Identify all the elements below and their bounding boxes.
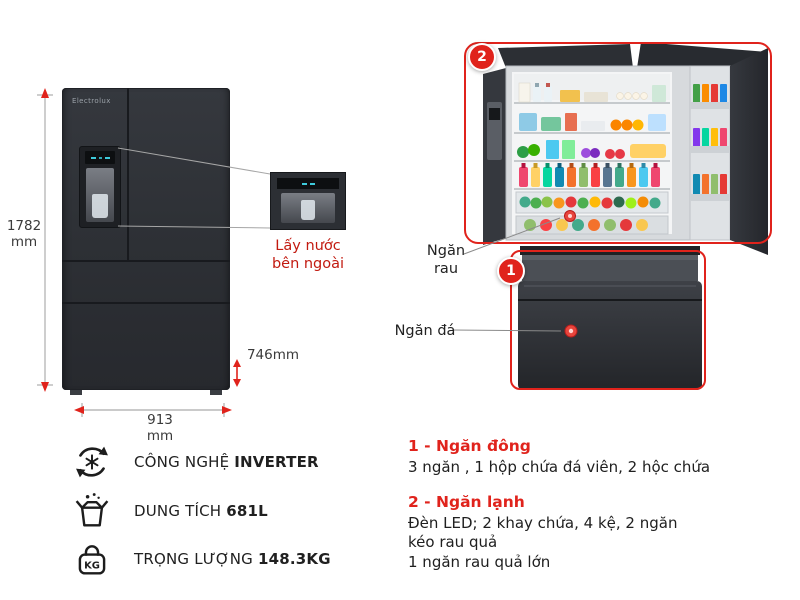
feature-inverter-label: CÔNG NGHỆ INVERTER — [134, 453, 319, 471]
closed-fridge-illustration: Electrolux — [62, 88, 230, 395]
shelves — [514, 102, 670, 190]
callout-badge-2: 2 — [468, 43, 496, 71]
vegetable-compartment-label: Ngăn rau — [426, 243, 466, 278]
dispenser-detail-zoom — [270, 172, 346, 230]
shelf-food-row-3 — [517, 140, 666, 159]
width-dimension-label: 913 mm — [146, 412, 174, 444]
glass-shape — [301, 200, 315, 220]
open-fridge-illustration — [483, 42, 768, 390]
door-gap — [127, 88, 129, 260]
spec-line: kéo rau quả — [408, 533, 498, 551]
feature-capacity: DUNG TÍCH 681L — [70, 489, 268, 533]
shelf-food-row-2 — [519, 113, 666, 131]
inverter-icon — [76, 446, 108, 478]
electrolux-logo: Electrolux — [72, 97, 111, 105]
spec-line: Đèn LED; 2 khay chứa, 4 kệ, 2 ngăn — [408, 513, 678, 532]
door-bins — [690, 84, 730, 201]
right-door-panel — [730, 48, 768, 255]
label-line: bên ngoài — [271, 256, 345, 273]
capacity-icon — [75, 493, 109, 527]
external-water-label: Lấy nước bên ngoài — [256, 237, 360, 273]
dispenser-display — [85, 151, 115, 164]
vegetable-drawer — [515, 191, 669, 214]
glass-shape — [92, 194, 108, 218]
spec-list: 1 - Ngăn đông 3 ngăn , 1 hộp chứa đá viê… — [408, 437, 758, 572]
spec-heading-fridge: 2 - Ngăn lạnh — [408, 492, 525, 511]
drink-bottle-row — [519, 163, 660, 187]
drawer-divider — [62, 302, 230, 304]
depth-dimension-label: 746mm — [246, 347, 300, 363]
feature-weight-label: TRỌNG LƯỢNG 148.3KG — [134, 550, 331, 568]
shelf-food-row-1 — [518, 82, 666, 103]
fridge-foot — [70, 390, 82, 395]
depth-dimension-arrow — [233, 359, 241, 387]
right-door-top — [637, 42, 768, 68]
ice-compartment-label: Ngăn đá — [394, 323, 456, 339]
dispenser-display-zoom — [277, 178, 339, 189]
callout-badge-1: 1 — [497, 257, 525, 285]
feature-weight: KG TRỌNG LƯỢNG 148.3KG — [70, 537, 331, 581]
drawer-divider — [62, 260, 230, 262]
freezer-compartment-outline — [510, 250, 706, 390]
kg-icon-text: KG — [84, 560, 100, 571]
water-dispenser — [79, 146, 121, 228]
dispenser-recess-zoom — [281, 193, 335, 223]
fridge-foot — [210, 390, 222, 395]
fridge-compartment-outline — [464, 42, 772, 244]
spec-line: 1 ngăn rau quả lớn — [408, 552, 551, 571]
left-door-top — [498, 44, 633, 68]
label-line: Lấy nước — [275, 238, 341, 254]
spec-heading-freezer: 1 - Ngăn đông — [408, 437, 531, 455]
weight-icon: KG — [78, 545, 106, 575]
spec-line: 3 ngăn , 1 hộp chứa đá viên, 2 hộc chứa — [408, 458, 711, 476]
dispenser-recess — [86, 168, 114, 222]
feature-capacity-label: DUNG TÍCH 681L — [134, 502, 268, 520]
feature-inverter: CÔNG NGHỆ INVERTER — [70, 440, 319, 484]
height-dimension-label: 1782 mm — [6, 218, 42, 250]
